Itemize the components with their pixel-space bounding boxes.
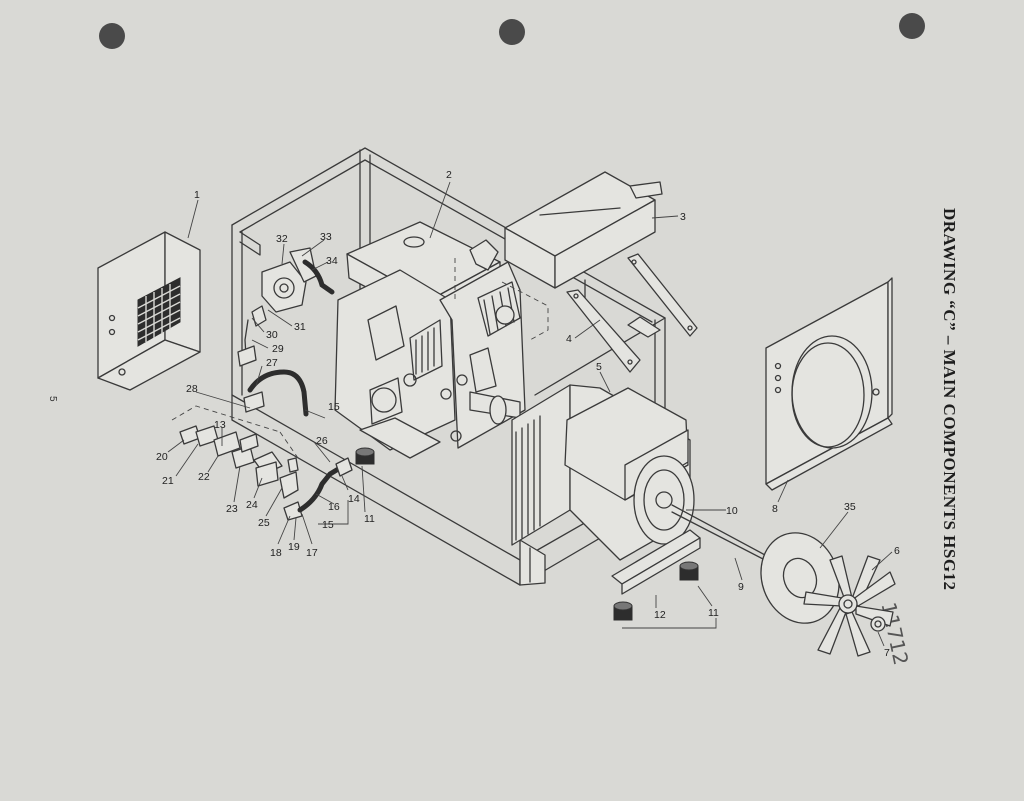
callout-20: 20 — [156, 451, 168, 463]
callout-25: 25 — [258, 517, 270, 529]
callout-26: 26 — [316, 435, 328, 447]
callout-7: 7 — [884, 647, 890, 659]
drawing-title: DRAWING “C” – MAIN COMPONENTS HSG12 — [940, 208, 959, 591]
leader-lines — [167, 181, 893, 647]
callout-8: 8 — [772, 503, 778, 515]
callout-17: 17 — [306, 547, 318, 559]
callout-21: 21 — [162, 475, 174, 487]
callout-2: 2 — [446, 169, 452, 181]
callout-28: 28 — [186, 383, 198, 395]
callout-35: 35 — [844, 501, 856, 513]
callout-30: 30 — [266, 329, 278, 341]
fuel-system — [171, 247, 353, 521]
part-4-brackets — [566, 253, 698, 373]
callout-11-b: 11 — [708, 607, 719, 619]
callout-9: 9 — [738, 581, 744, 593]
callout-1: 1 — [194, 189, 200, 201]
part-3-muffler — [504, 171, 663, 299]
callout-4: 4 — [566, 333, 572, 345]
part-7-fan-nut — [870, 616, 886, 632]
callout-31: 31 — [294, 321, 306, 333]
callout-19: 19 — [288, 541, 300, 553]
part-12-mounting-foot — [611, 529, 701, 595]
callouts: 1 2 3 4 5 6 7 8 9 10 11 11 12 13 14 15 1… — [156, 169, 900, 659]
binder-holes — [99, 13, 925, 49]
callout-13: 13 — [214, 419, 226, 431]
callout-14: 14 — [348, 493, 360, 505]
callout-23: 23 — [226, 503, 238, 515]
callout-5: 5 — [596, 361, 602, 373]
callout-10: 10 — [726, 505, 738, 517]
callout-12: 12 — [654, 609, 666, 621]
callout-33: 33 — [320, 231, 332, 243]
callout-6: 6 — [894, 545, 900, 557]
callout-15-b: 15 — [322, 519, 334, 531]
part-8-front-panel — [765, 277, 893, 491]
callout-22: 22 — [198, 471, 210, 483]
part-1-back-shield — [97, 231, 201, 391]
callout-15-a: 15 — [328, 401, 340, 413]
part-6-fan — [803, 555, 896, 657]
callout-16: 16 — [328, 501, 340, 513]
callout-24: 24 — [246, 499, 258, 511]
callout-34: 34 — [326, 255, 338, 267]
callout-11-a: 11 — [364, 513, 375, 525]
part-2-engine — [334, 221, 549, 459]
callout-3: 3 — [680, 211, 686, 223]
callout-27: 27 — [266, 357, 278, 369]
callout-32: 32 — [276, 233, 288, 245]
part-5-alternator — [511, 384, 766, 561]
callout-18: 18 — [270, 547, 282, 559]
callout-29: 29 — [272, 343, 284, 355]
part-11-vibration-mounts — [355, 447, 699, 621]
